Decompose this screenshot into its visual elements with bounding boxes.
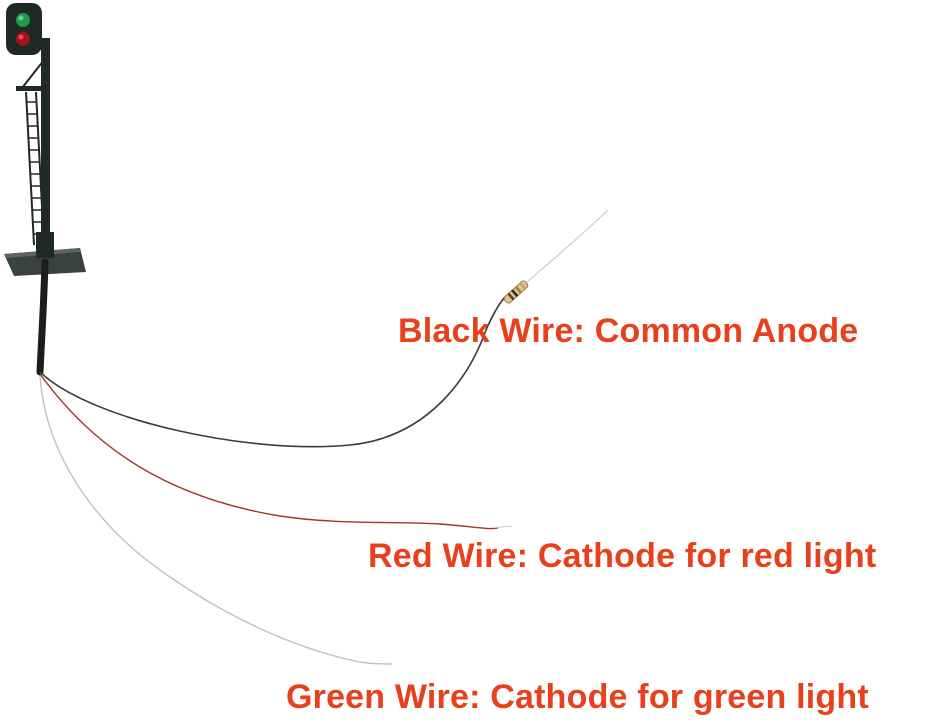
railway-signal-icon xyxy=(4,3,86,376)
signal-mast xyxy=(41,40,50,260)
red-wire xyxy=(39,373,513,530)
resistor-icon xyxy=(503,280,529,304)
black-wire xyxy=(39,209,609,448)
green-wire xyxy=(39,375,393,665)
green-wire-label: Green Wire: Cathode for green light xyxy=(286,678,869,716)
green-lamp-icon xyxy=(16,13,30,27)
red-lamp-icon xyxy=(16,32,30,46)
black-wire-label: Black Wire: Common Anode xyxy=(398,312,859,350)
signal-head xyxy=(6,3,42,55)
red-wire-label: Red Wire: Cathode for red light xyxy=(368,537,877,575)
